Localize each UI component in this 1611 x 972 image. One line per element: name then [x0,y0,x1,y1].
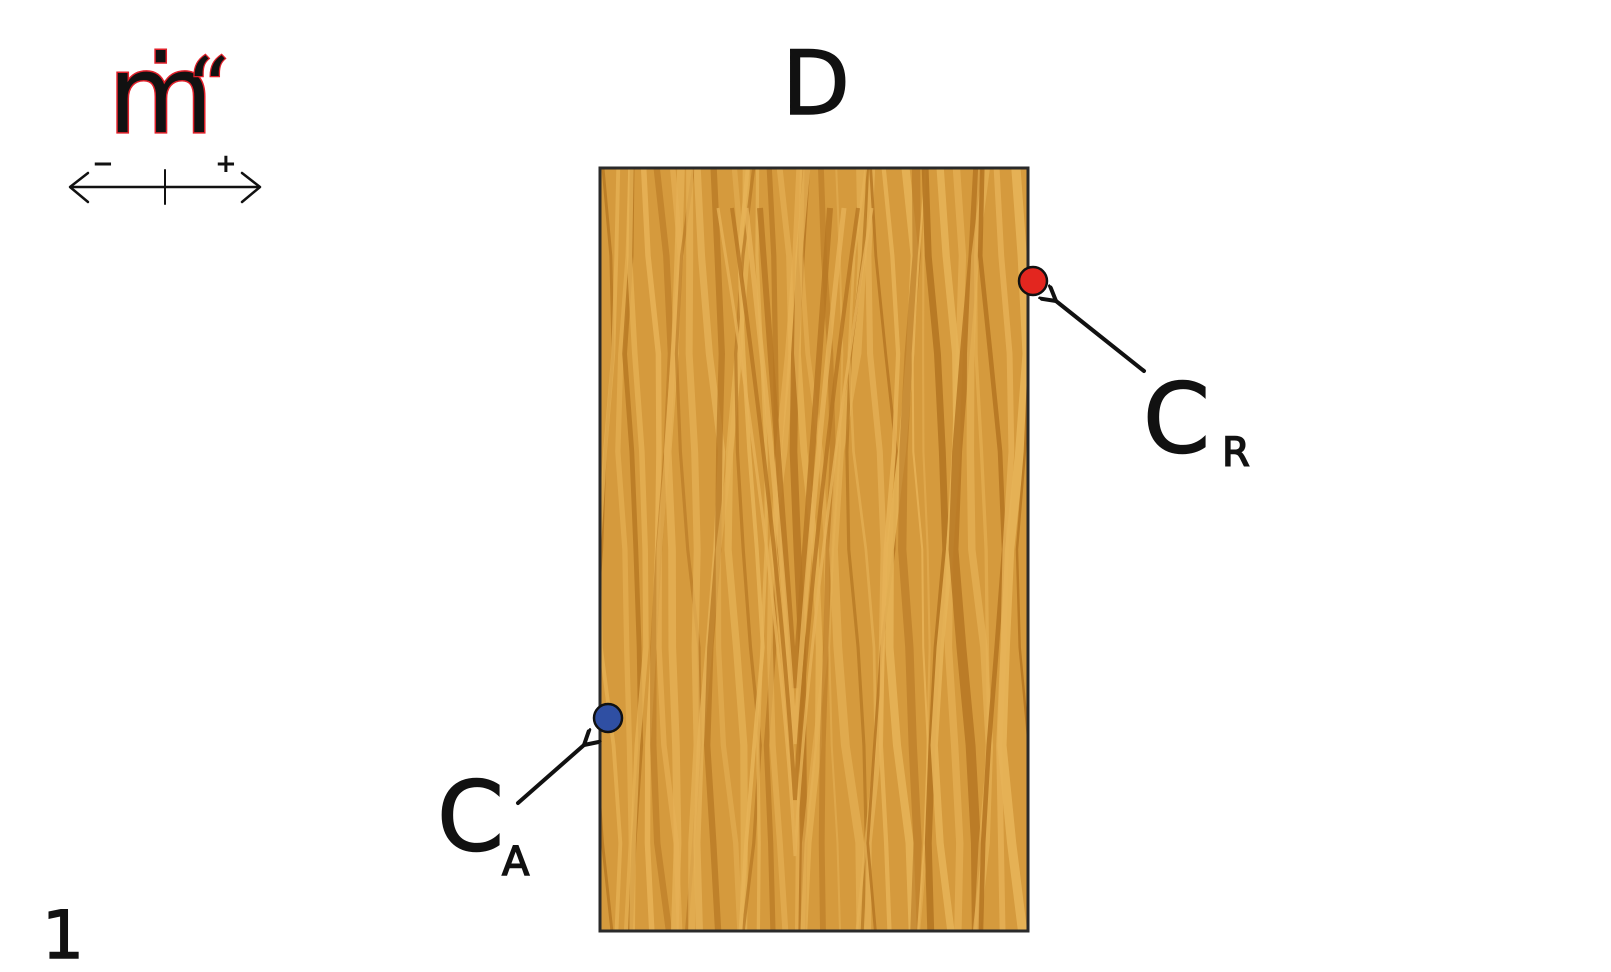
retreating-contact-dot [1017,265,1049,297]
wood-grain-streak [829,168,867,931]
sign-scale-arrow [68,169,262,205]
wood-grain-streak [918,168,931,931]
wood-grain-streak [977,168,1007,931]
callout-retreating: C R [1017,265,1251,477]
wood-grain-streak [1015,347,1028,807]
retreating-label-main: C [1143,363,1210,475]
plus-label: + [215,149,237,179]
wood-grain-cathedral [716,207,874,857]
wood-grain-streak [600,168,615,931]
wood-grain-streak [898,168,922,931]
wood-grain-cathedral [730,207,860,801]
wood-grain-streak [817,168,836,931]
advancing-label-main: C [437,761,504,873]
wood-grain-streak [663,168,685,931]
wood-grain-streak [724,168,750,931]
mass-flow-symbol: ṁ [108,33,213,158]
wood-grain-streak [615,168,634,931]
wood-grain [600,168,1028,931]
wood-grain-streak [930,168,961,931]
wood-plank [598,166,1030,933]
wood-grain-streak [685,168,701,931]
wood-grain-streak [656,168,684,931]
wood-grain-streak [650,168,675,931]
wood-grain-streak [755,168,768,931]
wood-grain-streak [674,168,702,931]
advancing-label-sub: A [502,839,530,885]
mass-flow-legend: ṁ “ − + [68,32,262,205]
wood-grain-streak [766,168,795,931]
retreating-label-sub: R [1222,430,1250,476]
wood-grain-streak [948,168,984,931]
page-number: 1 [42,897,84,972]
wood-grain-streak [600,168,623,931]
wood-plank-outline [598,166,1030,933]
advancing-contact-dot [592,702,624,734]
wood-grain-streak [693,168,726,931]
wood-grain-streak [640,168,662,931]
wood-grain-streak [704,168,725,931]
wood-grain-streak [921,168,950,931]
wood-grain-streak [798,168,829,931]
minus-label: − [92,149,114,179]
wood-grain-streak [966,168,994,931]
wood-grain-streak [973,168,991,931]
wood-grain-streak [845,168,870,931]
callout-advancing: C A [436,702,624,886]
diagram-title: D [782,32,850,135]
advancing-arrow [516,745,584,805]
wood-grain-streak [866,168,898,931]
wood-grain-streak [828,168,844,931]
wood-grain-streak [626,168,649,931]
wood-grain-streak [997,168,1028,931]
wood-grain-streak [763,168,781,931]
retreating-arrow [1056,301,1146,373]
wood-grain-cathedral [743,207,847,745]
wood-grain-cathedral [757,207,833,689]
quote-mark: “ [186,40,229,138]
wood-grain-streak [737,168,765,931]
